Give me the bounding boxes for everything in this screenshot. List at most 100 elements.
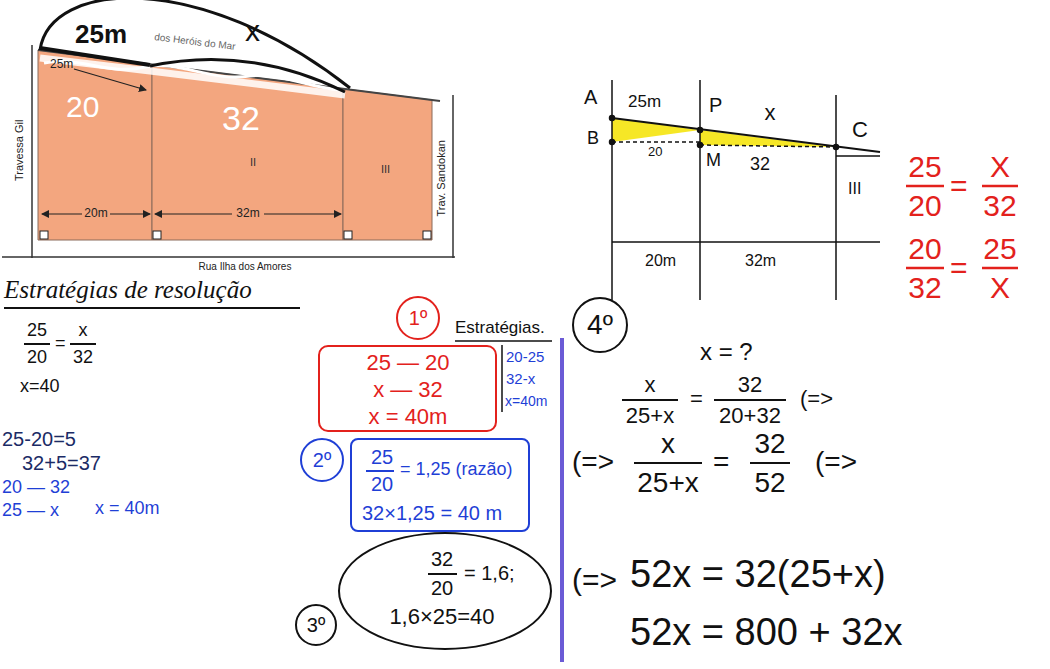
plot-top: [38, 0, 440, 101]
sketch-line: [699, 80, 701, 300]
label-text: M: [706, 150, 721, 171]
label-text: x=40: [20, 376, 60, 397]
label-text: 20 — 32: [2, 477, 70, 498]
label-text: 32-x: [506, 370, 535, 387]
node-text: = 1,6;: [464, 562, 515, 585]
label-text: 20: [908, 232, 941, 267]
node-text: 25 — 20: [366, 350, 449, 375]
label-text: (=>: [815, 446, 857, 478]
sketch-line: [612, 241, 880, 243]
plot-fill: [38, 50, 152, 240]
label-text: 25+x: [626, 403, 674, 428]
label-text: B: [587, 128, 599, 149]
heading-underline: [4, 307, 300, 309]
step-circle: 1º: [396, 296, 440, 340]
label-text: 25m: [50, 58, 73, 72]
fraction-bars: [24, 186, 1018, 574]
label-text: Estratégias.: [455, 318, 545, 338]
label-text: III: [848, 180, 861, 198]
node-text: 4º: [587, 309, 613, 341]
label-text: 32: [750, 154, 770, 175]
street-edge: [452, 95, 454, 258]
label-text: 25-20=5: [2, 428, 76, 451]
node-text: 32: [431, 548, 453, 571]
label-text: 32: [73, 347, 93, 368]
fraction-bar: [366, 470, 394, 472]
label-text: =: [713, 446, 729, 478]
land-plot: III: [343, 88, 432, 240]
sketch-line: [611, 80, 613, 300]
label-text: (=>: [572, 563, 617, 598]
label-text: 32: [908, 271, 941, 306]
label-text: x: [661, 428, 675, 460]
fraction-bar: [428, 573, 457, 575]
sketch-dashed: [700, 145, 836, 147]
sketch-line: [835, 95, 837, 300]
strategy-ellipse: 3220= 1,6;1,6×25=40: [338, 532, 552, 650]
node-text: x — 32: [373, 377, 443, 402]
sketch-point: [698, 143, 703, 148]
label-text: 20: [27, 347, 47, 368]
fraction-bar: [982, 267, 1018, 270]
eraser-stroke: [44, 61, 340, 90]
label-text: Estratégias de resolução: [4, 276, 252, 305]
unknown-arc: [150, 60, 345, 92]
label-text: X: [990, 271, 1010, 306]
label-text: =: [690, 386, 703, 411]
dimension-line: [42, 213, 82, 214]
node-text: III: [381, 163, 390, 176]
label-text: Trav. Sandokan: [435, 140, 448, 216]
label-text: (=>: [572, 446, 614, 478]
label-text: x: [765, 100, 776, 125]
label-text: 25m: [75, 20, 127, 50]
step-circle: 4º: [572, 297, 628, 353]
right-angle-mark: [423, 231, 431, 239]
separator-line: [501, 345, 503, 412]
label-text: =: [950, 251, 968, 286]
fraction-bar: [70, 343, 96, 345]
label-text: x: [79, 320, 88, 341]
node-text: 20: [66, 90, 99, 125]
label-text: 25+x: [637, 467, 699, 499]
node-text: 3º: [307, 614, 325, 637]
node-text: 20: [431, 577, 453, 600]
label-text: x: [245, 14, 260, 49]
label-text: C: [852, 117, 868, 142]
node-text: 2º: [313, 449, 331, 472]
fraction-bar: [906, 185, 944, 188]
strategy-box: 2520= 1,25 (razão)32×1,25 = 40 m: [350, 438, 530, 532]
label-text: (=>: [800, 386, 833, 411]
label-text: 52x = 800 + 32x: [630, 611, 903, 655]
step-circle: 2º: [300, 438, 344, 482]
street-edge: [2, 256, 455, 258]
label-text: 32+5=37: [22, 452, 101, 475]
node-text: 32×1,25 = 40 m: [362, 502, 502, 525]
highlight-triangle: [612, 118, 700, 142]
sketch-dashed: [612, 141, 700, 143]
label-text: dos Heróis do Mar: [154, 31, 236, 52]
label-text: P: [709, 94, 722, 117]
label-text: 25: [983, 232, 1016, 267]
right-angle-mark: [344, 231, 352, 239]
label-text: 32m: [236, 207, 259, 221]
fraction-bar: [750, 462, 790, 464]
dimension-line: [110, 213, 150, 214]
label-text: 52: [754, 467, 785, 499]
label-text: 20m: [84, 207, 107, 221]
node-text: II: [250, 156, 256, 169]
label-text: 32: [983, 189, 1016, 224]
sketch-point: [834, 145, 839, 150]
leader-line: [74, 69, 146, 90]
label-text: A: [584, 86, 597, 109]
column-divider: [560, 338, 564, 662]
label-text: x: [645, 372, 656, 397]
plot-fill: [343, 89, 432, 240]
label-text: Rua Ilha dos Amores: [199, 261, 292, 273]
label-text: 25 — x: [2, 500, 59, 521]
right-angle-mark: [153, 231, 161, 239]
label-text: x=40m: [505, 393, 547, 409]
node-text: 1º: [409, 307, 427, 330]
label-text: 20+32: [719, 403, 781, 428]
label-text: =: [950, 169, 968, 204]
